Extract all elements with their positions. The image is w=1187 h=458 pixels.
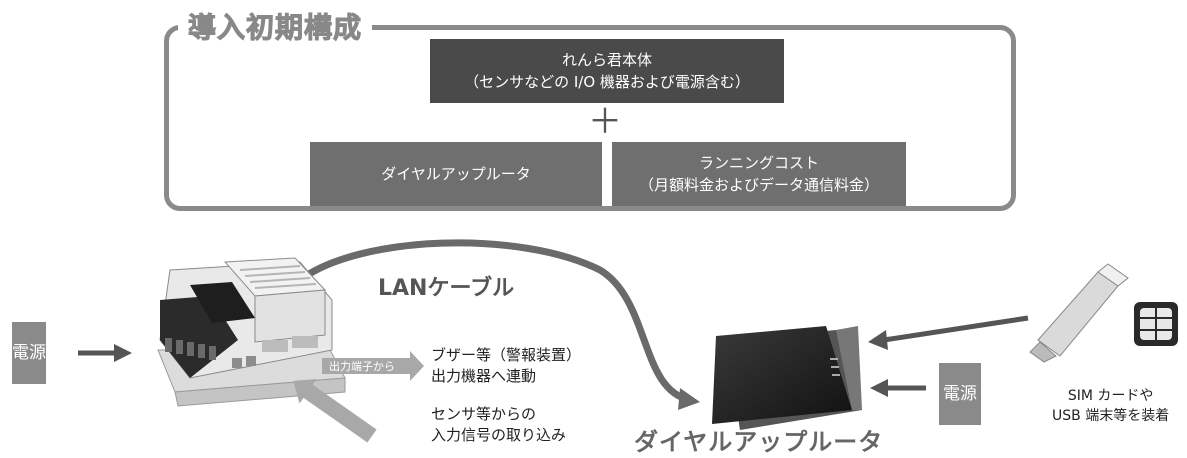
output-tag-text: 出力端子から xyxy=(329,359,395,373)
frame-title: 導入初期構成 xyxy=(178,6,373,46)
router-box-label: ダイヤルアップルータ xyxy=(381,165,531,183)
power-label-right: 電源 xyxy=(939,363,981,425)
usb-arrow xyxy=(868,315,1029,350)
running-cost-note: （月額料金およびデータ通信料金） xyxy=(638,176,879,194)
sim-description-line1: SIM カードや xyxy=(1067,388,1154,404)
sim-description: SIM カードや USB 端末等を装着 xyxy=(1052,386,1169,426)
output-description: ブザー等（警報装置） 出力機器へ連動 xyxy=(431,345,581,387)
lan-cable-arrowhead xyxy=(678,388,700,410)
power-label-left: 電源 xyxy=(12,322,46,384)
router-power-arrow xyxy=(870,379,926,397)
output-description-line2: 出力機器へ連動 xyxy=(431,367,537,385)
main-unit-name: れんら君本体 xyxy=(561,51,652,69)
lan-cable-label: LANケーブル xyxy=(378,276,515,301)
output-tag-arrow: 出力端子から xyxy=(322,351,424,381)
usb-dongle-illustration xyxy=(1029,263,1129,363)
running-cost-title: ランニングコスト xyxy=(698,154,819,172)
lan-cable xyxy=(296,239,694,404)
sim-description-line2: USB 端末等を装着 xyxy=(1052,408,1170,424)
router-illustration xyxy=(712,326,862,430)
output-description-line1: ブザー等（警報装置） xyxy=(431,346,582,364)
input-description-line2: 入力信号の取り込み xyxy=(431,426,567,444)
initial-config-frame xyxy=(164,25,1016,211)
router-box: ダイヤルアップルータ xyxy=(310,142,602,206)
sim-card-illustration xyxy=(1134,302,1178,346)
input-tag-arrow xyxy=(293,378,377,443)
main-unit-box: れんら君本体 （センサなどの I/O 機器および電源含む） xyxy=(430,39,784,103)
running-cost-box: ランニングコスト （月額料金およびデータ通信料金） xyxy=(612,142,906,206)
input-description-line1: センサ等からの xyxy=(431,405,537,423)
device-illustration xyxy=(157,257,346,407)
input-description: センサ等からの 入力信号の取り込み xyxy=(431,404,566,446)
plus-sign: ＋ xyxy=(588,102,622,142)
main-unit-note: （センサなどの I/O 機器および電源含む） xyxy=(464,73,750,91)
router-label: ダイヤルアップルータ xyxy=(634,428,884,456)
power-in-arrow xyxy=(78,344,132,362)
